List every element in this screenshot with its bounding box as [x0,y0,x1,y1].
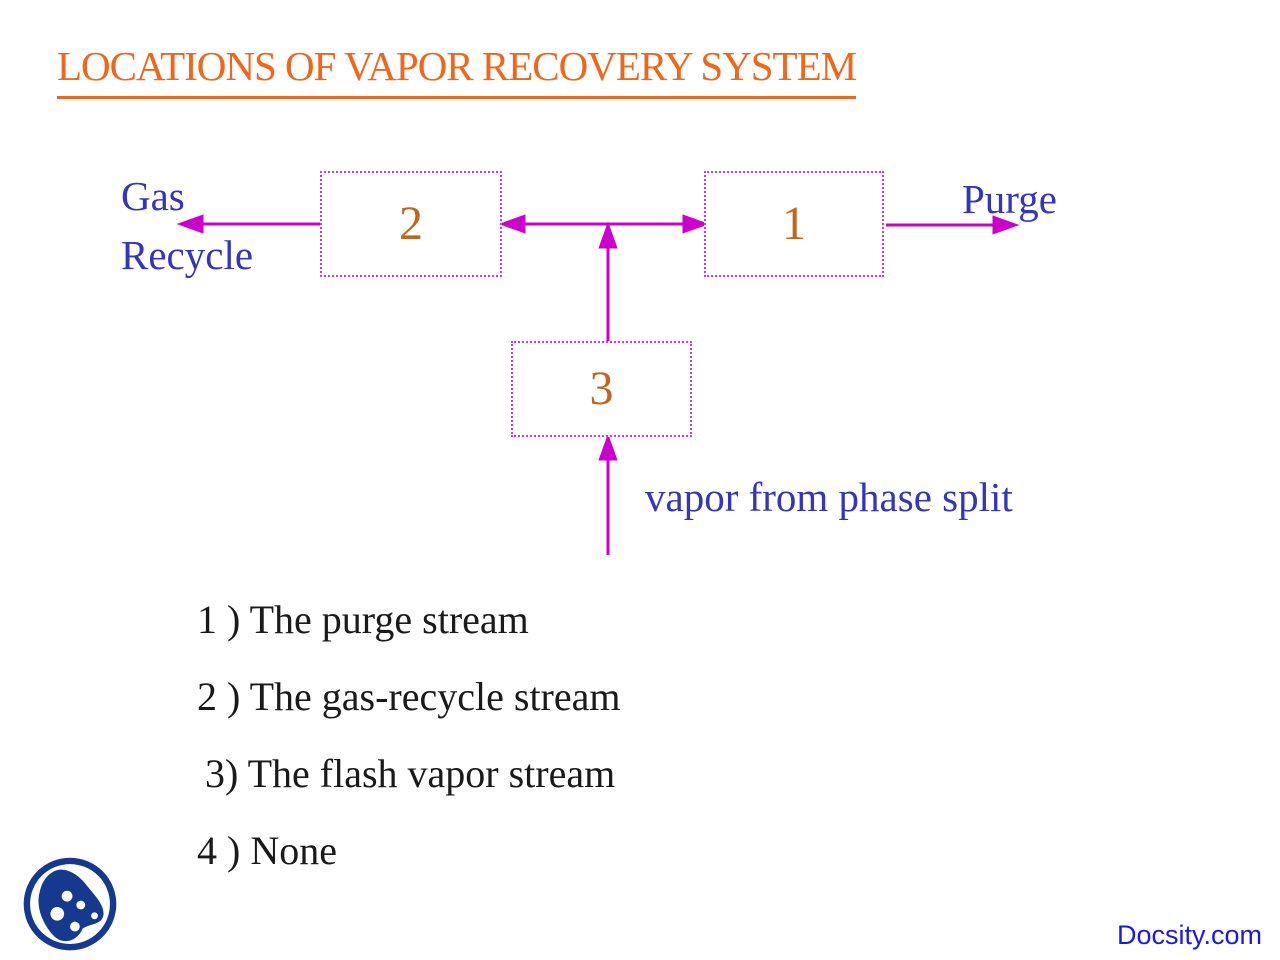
gas-recycle-label-line2: Recycle [121,232,254,279]
purge-label: Purge [962,176,1057,222]
process-box-3: 3 [511,341,692,437]
process-box-3-label: 3 [589,362,614,415]
logo-blob [38,869,104,942]
process-box-2: 2 [320,171,502,277]
logo-dots [50,890,98,932]
vapor-feed-arrowhead-icon [598,433,618,461]
process-box-1-label: 1 [782,197,806,250]
option-item-1: 1 ) The purge stream [197,597,529,642]
process-box-2-label: 2 [399,197,423,250]
option-item-4: 4 ) None [197,828,337,873]
middle-right-arrowhead-icon [682,214,710,234]
gas-recycle-label-line1: Gas [121,173,185,219]
middle-left-arrowhead-icon [498,214,526,234]
option-item-2: 2 ) The gas-recycle stream [197,674,621,719]
junction-up-arrowhead-icon [598,221,618,249]
logo-ring [23,857,117,951]
option-item-3: 3) The flash vapor stream [205,751,616,796]
gas-recycle-label: Gas Recycle [121,167,253,285]
vapor-from-phase-split-label: vapor from phase split [645,474,1013,520]
slide-title: LOCATIONS OF VAPOR RECOVERY SYSTEM [57,42,857,99]
process-box-1: 1 [704,171,884,277]
docsity-link[interactable]: Docsity.com [1116,920,1262,950]
docsity-logo-icon [23,857,117,951]
